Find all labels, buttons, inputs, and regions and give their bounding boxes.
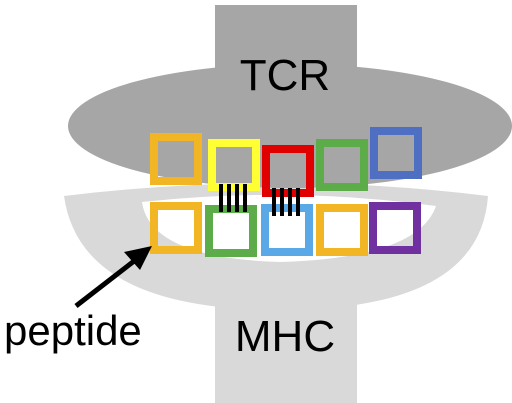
contact-bars-right (272, 188, 300, 216)
arrow-shaft (74, 256, 140, 308)
arrow-head (124, 246, 152, 270)
peptide-label: peptide (4, 307, 142, 354)
peptide-square-lightblue (261, 204, 313, 256)
peptide-square-orange-1 (150, 202, 202, 254)
peptide-square-purple (369, 202, 421, 254)
tcr-square-blue (370, 127, 422, 179)
peptide-square-orange-2 (316, 204, 368, 256)
contact-bars-left (219, 184, 247, 212)
tcr-square-yellow (208, 139, 260, 191)
tcr-label: TCR (240, 51, 330, 100)
tcr-square-orange (150, 133, 202, 185)
tcr-body (68, 64, 512, 188)
peptide-square-row (150, 202, 421, 257)
mhc-label: MHC (235, 312, 335, 361)
peptide-arrow (74, 246, 152, 308)
tcr-square-green (316, 139, 368, 191)
